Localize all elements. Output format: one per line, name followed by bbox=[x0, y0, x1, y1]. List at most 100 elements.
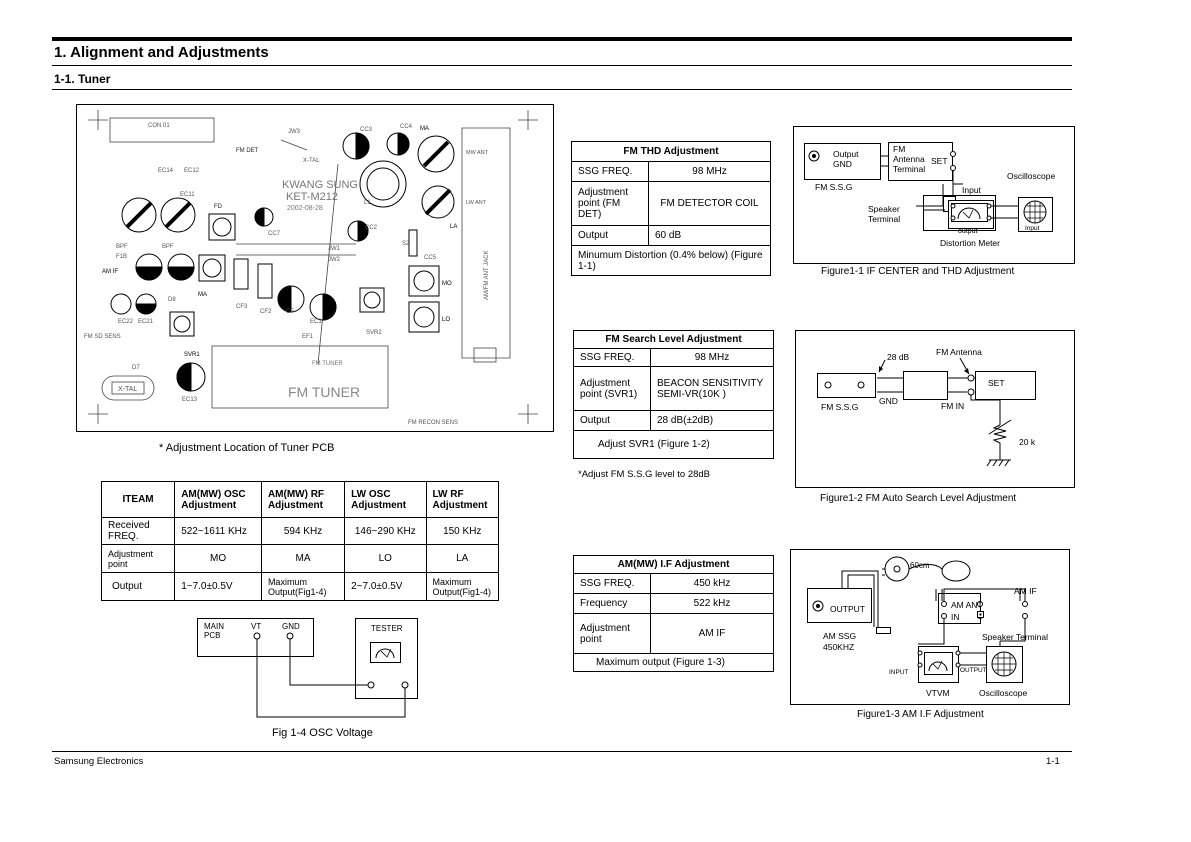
fig11-label: Output bbox=[833, 149, 859, 159]
table-row: SSG FREQ. 450 kHz bbox=[573, 573, 774, 594]
table-note: Minumum Distortion (0.4% below) (Figure … bbox=[571, 245, 771, 276]
pcb-label: S2 bbox=[402, 241, 410, 247]
fig11-label: Terminal bbox=[868, 214, 900, 224]
am-if-diagram: 60cm AM IF OUTPUT AM ANT IN AM SSG 450KH… bbox=[790, 549, 1070, 705]
pcb-label: LO bbox=[442, 317, 450, 323]
pcb-label: EC11 bbox=[180, 192, 195, 198]
pcb-label: EC21 bbox=[138, 319, 154, 325]
pcb-label: FD bbox=[214, 204, 223, 210]
fig14-label: PCB bbox=[204, 631, 220, 640]
table-cell: Adjustment point (SVR1) bbox=[573, 366, 651, 411]
fig12-label: GND bbox=[879, 396, 898, 406]
fig13-label: 60cm bbox=[910, 561, 930, 570]
table-cell: 522 kHz bbox=[650, 593, 774, 614]
table-cell: Output bbox=[571, 225, 649, 246]
table-cell: SSG FREQ. bbox=[571, 161, 649, 182]
table-row: Adjustment point AM IF bbox=[573, 613, 774, 654]
table-cell: SSG FREQ. bbox=[573, 348, 651, 367]
pcb-label: L1 bbox=[364, 200, 371, 206]
fig12-label: 28 dB bbox=[887, 352, 910, 362]
pcb-label: JW3 bbox=[288, 129, 301, 135]
pcb-label: LW ANT bbox=[466, 200, 487, 206]
fig13-label: OUTPUT bbox=[830, 604, 865, 614]
fig11-label: Input bbox=[962, 185, 982, 195]
table-cell: 150 KHz bbox=[425, 517, 499, 545]
table-cell: Frequency bbox=[573, 593, 651, 614]
page-title: 1. Alignment and Adjustments bbox=[54, 44, 269, 61]
table-header: LW OSC Adjustment bbox=[344, 481, 427, 518]
pcb-label: 2002-08-28 bbox=[287, 205, 323, 212]
pcb-label: CF3 bbox=[236, 304, 248, 310]
fig13-label: 450KHZ bbox=[823, 642, 854, 652]
pcb-label: EC12 bbox=[184, 168, 200, 174]
top-rule bbox=[52, 37, 1072, 41]
table-cell: SSG FREQ. bbox=[573, 573, 651, 594]
fig11-label: Antenna bbox=[893, 154, 925, 164]
pcb-label: EC14 bbox=[158, 168, 174, 174]
table-row: Adjustment point (SVR1) BEACON SENSITIVI… bbox=[573, 366, 774, 411]
pcb-label: F1B bbox=[116, 254, 127, 260]
table-cell: 146~290 KHz bbox=[344, 517, 427, 545]
subtitle-rule bbox=[52, 89, 1072, 90]
osc-adjustment-table: ITEAM AM(MW) OSC Adjustment AM(MW) RF Ad… bbox=[100, 481, 499, 601]
table-row: Received FREQ. 522~1611 KHz 594 KHz 146~… bbox=[100, 517, 499, 545]
table-row: Output 60 dB bbox=[571, 225, 771, 246]
title-rule bbox=[52, 65, 1072, 66]
pcb-label: MO bbox=[442, 281, 452, 287]
pcb-label: AM IF bbox=[102, 269, 118, 275]
table-header: ITEAM bbox=[100, 481, 176, 518]
fig14-caption: Fig 1-4 OSC Voltage bbox=[272, 727, 373, 739]
table-row: Frequency 522 kHz bbox=[573, 593, 774, 614]
pcb-label: FM DET bbox=[236, 148, 259, 154]
fm-search-table: FM Search Level Adjustment SSG FREQ. 98 … bbox=[573, 330, 774, 459]
fig12-label: FM IN bbox=[941, 401, 964, 411]
pcb-label: CC4 bbox=[400, 124, 413, 130]
table-header: AM(MW) OSC Adjustment bbox=[174, 481, 262, 518]
fig12-caption: Figure1-2 FM Auto Search Level Adjustmen… bbox=[820, 493, 1017, 504]
fig11-label: FM S.S.G bbox=[815, 182, 852, 192]
pcb-label: X-TAL bbox=[118, 386, 137, 393]
table-cell: AM IF bbox=[650, 613, 774, 654]
footer-company: Samsung Electronics bbox=[54, 756, 144, 767]
fig11-label: Oscilloscope bbox=[1007, 171, 1055, 181]
table-row: Output 1~7.0±0.5V Maximum Output(Fig1-4)… bbox=[100, 572, 499, 601]
pcb-label: SVR1 bbox=[184, 352, 200, 358]
table-cell: FM DETECTOR COIL bbox=[648, 181, 771, 226]
fig11-label: Input bbox=[1025, 225, 1040, 232]
fig12-label: FM S.S.G bbox=[821, 402, 858, 412]
if-center-thd-diagram: Output GND FM S.S.G FM Antenna Terminal … bbox=[793, 126, 1075, 264]
table-cell: Received FREQ. bbox=[100, 517, 176, 545]
fig14-label: TESTER bbox=[371, 624, 403, 633]
fig13-label: OUTPUT bbox=[960, 667, 987, 674]
table-cell: Output bbox=[100, 572, 176, 601]
fig11-label: Terminal bbox=[893, 164, 925, 174]
fig12-label: FM Antenna bbox=[936, 347, 982, 357]
fig14-label: MAIN bbox=[204, 622, 224, 631]
pcb-label: FM SD SENS bbox=[84, 334, 121, 340]
pcb-label: JW2 bbox=[328, 257, 341, 263]
fig13-label: Oscilloscope bbox=[979, 688, 1027, 698]
pcb-label: AM/FM ANT JACK bbox=[484, 250, 490, 300]
table-row: Adjustment point MO MA LO LA bbox=[100, 544, 499, 573]
table-note: Maximum output (Figure 1-3) bbox=[573, 653, 774, 672]
table-cell: Maximum Output(Fig1-4) bbox=[425, 572, 499, 601]
table-row: Adjustment point (FM DET) FM DETECTOR CO… bbox=[571, 181, 771, 226]
pcb-label: CC5 bbox=[424, 255, 437, 261]
pcb-label: EC22 bbox=[118, 319, 134, 325]
fig11-label: Distortion Meter bbox=[940, 238, 1000, 248]
table-title: AM(MW) I.F Adjustment bbox=[573, 555, 774, 574]
table-cell: 450 kHz bbox=[650, 573, 774, 594]
table-cell: MA bbox=[260, 544, 346, 573]
table-cell: 522~1611 KHz bbox=[174, 517, 262, 545]
pcb-label: MA bbox=[420, 126, 429, 132]
tuner-pcb-diagram: CON 01 FM DET JW3 X-TAL CC3 CC4 MA MW AN… bbox=[76, 104, 554, 432]
fig12-label: 20 k bbox=[1019, 437, 1036, 447]
page-number: 1-1 bbox=[1046, 756, 1060, 767]
pcb-label: EF1 bbox=[302, 334, 314, 340]
search-footnote: *Adjust FM S.S.G level to 28dB bbox=[578, 469, 711, 480]
table-cell: Maximum Output(Fig1-4) bbox=[260, 572, 346, 601]
pcb-label: MA bbox=[198, 292, 207, 298]
section-title: 1-1. Tuner bbox=[54, 72, 111, 86]
footer-rule bbox=[52, 751, 1072, 752]
table-cell: LA bbox=[425, 544, 499, 573]
